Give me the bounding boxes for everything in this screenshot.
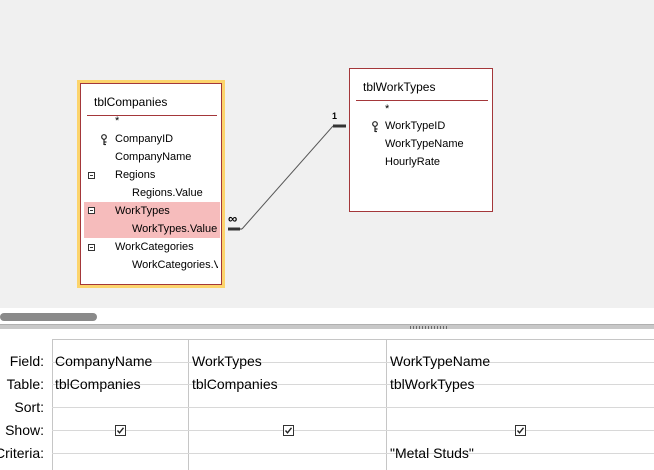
field-asterisk[interactable]: * [115, 115, 120, 127]
row-divider [52, 430, 654, 431]
relationship-many-label: ∞ [228, 212, 238, 226]
primary-key-icon [372, 121, 378, 133]
field-worktypes-value: WorkTypes.Value [132, 223, 218, 235]
row-label-table: Table: [6, 376, 44, 392]
checkmark-icon [284, 427, 293, 434]
primary-key-icon [101, 134, 107, 146]
collapse-icon[interactable] [88, 244, 95, 251]
field-asterisk[interactable]: * [385, 103, 390, 115]
relationship-one-label: 1 [332, 111, 338, 121]
row-label-show: Show: [5, 422, 44, 438]
grid-cell-criteria[interactable]: "Metal Studs" [390, 445, 474, 461]
field-companyname[interactable]: CompanyName [115, 151, 192, 163]
grid-cell-field[interactable]: WorkTypeName [390, 353, 491, 369]
relationship-line[interactable] [0, 0, 654, 308]
checkmark-icon [116, 427, 125, 434]
field-worktypes-value-row[interactable]: WorkTypes.Value [84, 220, 220, 238]
field-worktypes: WorkTypes [115, 205, 170, 217]
horizontal-scrollbar-thumb[interactable] [0, 313, 97, 321]
column-divider[interactable] [386, 339, 387, 470]
field-worktypeid[interactable]: WorkTypeID [385, 120, 446, 132]
grid-cell-table[interactable]: tblWorkTypes [390, 376, 475, 392]
row-divider [52, 362, 654, 363]
grid-cell-field[interactable]: WorkTypes [192, 353, 262, 369]
collapse-icon[interactable] [88, 172, 95, 179]
row-label-sort: Sort: [14, 399, 44, 415]
row-divider [52, 453, 654, 454]
query-design-grid[interactable]: Field: Table: Sort: Show: Criteria: Comp… [0, 339, 654, 470]
row-label-criteria: Criteria: [0, 445, 44, 461]
row-divider [52, 384, 654, 385]
table-title[interactable]: tblWorkTypes [363, 80, 436, 94]
pane-splitter[interactable] [0, 324, 654, 329]
table-tblworktypes[interactable]: tblWorkTypes * WorkTypeID WorkTypeName H… [349, 68, 493, 212]
field-workcategories-value[interactable]: WorkCategories.Value [132, 259, 218, 271]
grid-border [52, 339, 654, 340]
field-worktypes-row[interactable]: WorkTypes [84, 202, 220, 220]
show-checkbox[interactable] [515, 425, 526, 436]
table-title[interactable]: tblCompanies [94, 95, 168, 109]
splitter-grip-icon[interactable] [410, 326, 448, 329]
row-label-field: Field: [9, 353, 44, 369]
grid-cell-table[interactable]: tblCompanies [192, 376, 278, 392]
row-divider [52, 407, 654, 408]
title-divider [87, 115, 217, 116]
checkmark-icon [516, 427, 525, 434]
field-regions[interactable]: Regions [115, 169, 156, 181]
show-checkbox[interactable] [283, 425, 294, 436]
field-companyid[interactable]: CompanyID [115, 133, 174, 145]
show-checkbox[interactable] [115, 425, 126, 436]
field-worktypename[interactable]: WorkTypeName [385, 138, 464, 150]
grid-cell-table[interactable]: tblCompanies [55, 376, 141, 392]
query-diagram-pane[interactable]: 1 ∞ tblCompanies * CompanyID CompanyName… [0, 0, 654, 308]
field-hourlyrate[interactable]: HourlyRate [385, 156, 441, 168]
column-divider[interactable] [188, 339, 189, 470]
collapse-icon[interactable] [88, 207, 95, 214]
table-tblcompanies[interactable]: tblCompanies * CompanyID CompanyName Reg… [77, 80, 225, 288]
title-divider [356, 100, 488, 101]
column-divider[interactable] [52, 339, 53, 470]
grid-cell-field[interactable]: CompanyName [55, 353, 153, 369]
field-workcategories[interactable]: WorkCategories [115, 241, 194, 253]
field-regions-value[interactable]: Regions.Value [132, 187, 203, 199]
